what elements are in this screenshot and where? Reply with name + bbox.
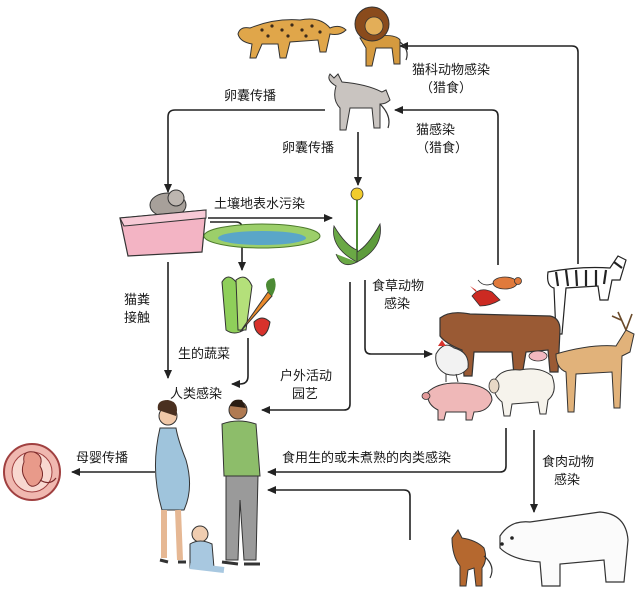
label-cat-feces-2: 接触 bbox=[124, 311, 151, 326]
arrow-raw-vegetables bbox=[231, 338, 249, 388]
fetus-icon bbox=[3, 443, 61, 501]
label-herbivore-2: 感染 bbox=[384, 297, 411, 312]
rat-icon bbox=[477, 276, 522, 290]
litter-box-cat-icon bbox=[119, 189, 207, 257]
label-carnivore-1: 食肉动物 bbox=[542, 455, 595, 470]
label-maternal: 母婴传播 bbox=[76, 451, 129, 466]
vegetables-icon bbox=[221, 276, 276, 337]
label-outdoor-1: 户外活动 bbox=[280, 369, 333, 384]
deer-icon bbox=[555, 311, 635, 413]
label-oocyst-spread-mid: 卵囊传播 bbox=[282, 141, 335, 156]
label-oocyst-spread-left: 卵囊传播 bbox=[224, 89, 277, 104]
label-cat-feces-1: 猫粪 bbox=[124, 293, 151, 308]
label-cat-infection: 猫感染 bbox=[416, 123, 456, 138]
pregnant-woman-icon bbox=[155, 400, 190, 564]
man-icon bbox=[221, 399, 261, 566]
arrow-raw-meat bbox=[267, 428, 507, 476]
transmission-arrows bbox=[71, 42, 579, 540]
label-cat-prey: （猎食） bbox=[416, 141, 469, 156]
arrow-cat-infection bbox=[394, 106, 499, 265]
polar-bear-icon bbox=[499, 511, 629, 587]
pond-icon bbox=[203, 223, 321, 249]
cow-icon bbox=[439, 312, 561, 377]
zebra-icon bbox=[547, 255, 627, 335]
arrow-feline-infection bbox=[399, 42, 579, 264]
fox-icon bbox=[451, 529, 493, 587]
label-raw-meat: 食用生的或未煮熟的肉类感染 bbox=[282, 451, 452, 466]
arrow-oocyst-to-litter bbox=[164, 109, 325, 193]
pig-icon bbox=[421, 382, 493, 421]
arrow-fox-to-human bbox=[267, 486, 411, 540]
label-herbivore-1: 食草动物 bbox=[372, 279, 425, 294]
arrow-dandelion-to-herbivores bbox=[364, 280, 433, 358]
cat-icon bbox=[328, 73, 391, 131]
label-outdoor-2: 园艺 bbox=[292, 387, 319, 402]
dandelion-icon bbox=[333, 187, 381, 266]
chicken-icon bbox=[435, 340, 469, 383]
label-human-infection: 人类感染 bbox=[170, 387, 223, 402]
label-feline-infection: 猫科动物感染 bbox=[412, 63, 491, 78]
arrow-outdoor bbox=[261, 282, 351, 414]
label-soil-water: 土壤地表水污染 bbox=[214, 197, 306, 212]
label-carnivore-2: 感染 bbox=[554, 473, 581, 488]
cardinal-icon bbox=[470, 286, 501, 307]
leopard-icon bbox=[237, 18, 347, 59]
sheep-icon bbox=[488, 368, 555, 417]
lion-icon bbox=[354, 6, 408, 67]
label-raw-vegetables: 生的蔬菜 bbox=[178, 347, 231, 362]
baby-icon bbox=[189, 525, 225, 573]
label-feline-prey: （猎食） bbox=[420, 81, 473, 96]
